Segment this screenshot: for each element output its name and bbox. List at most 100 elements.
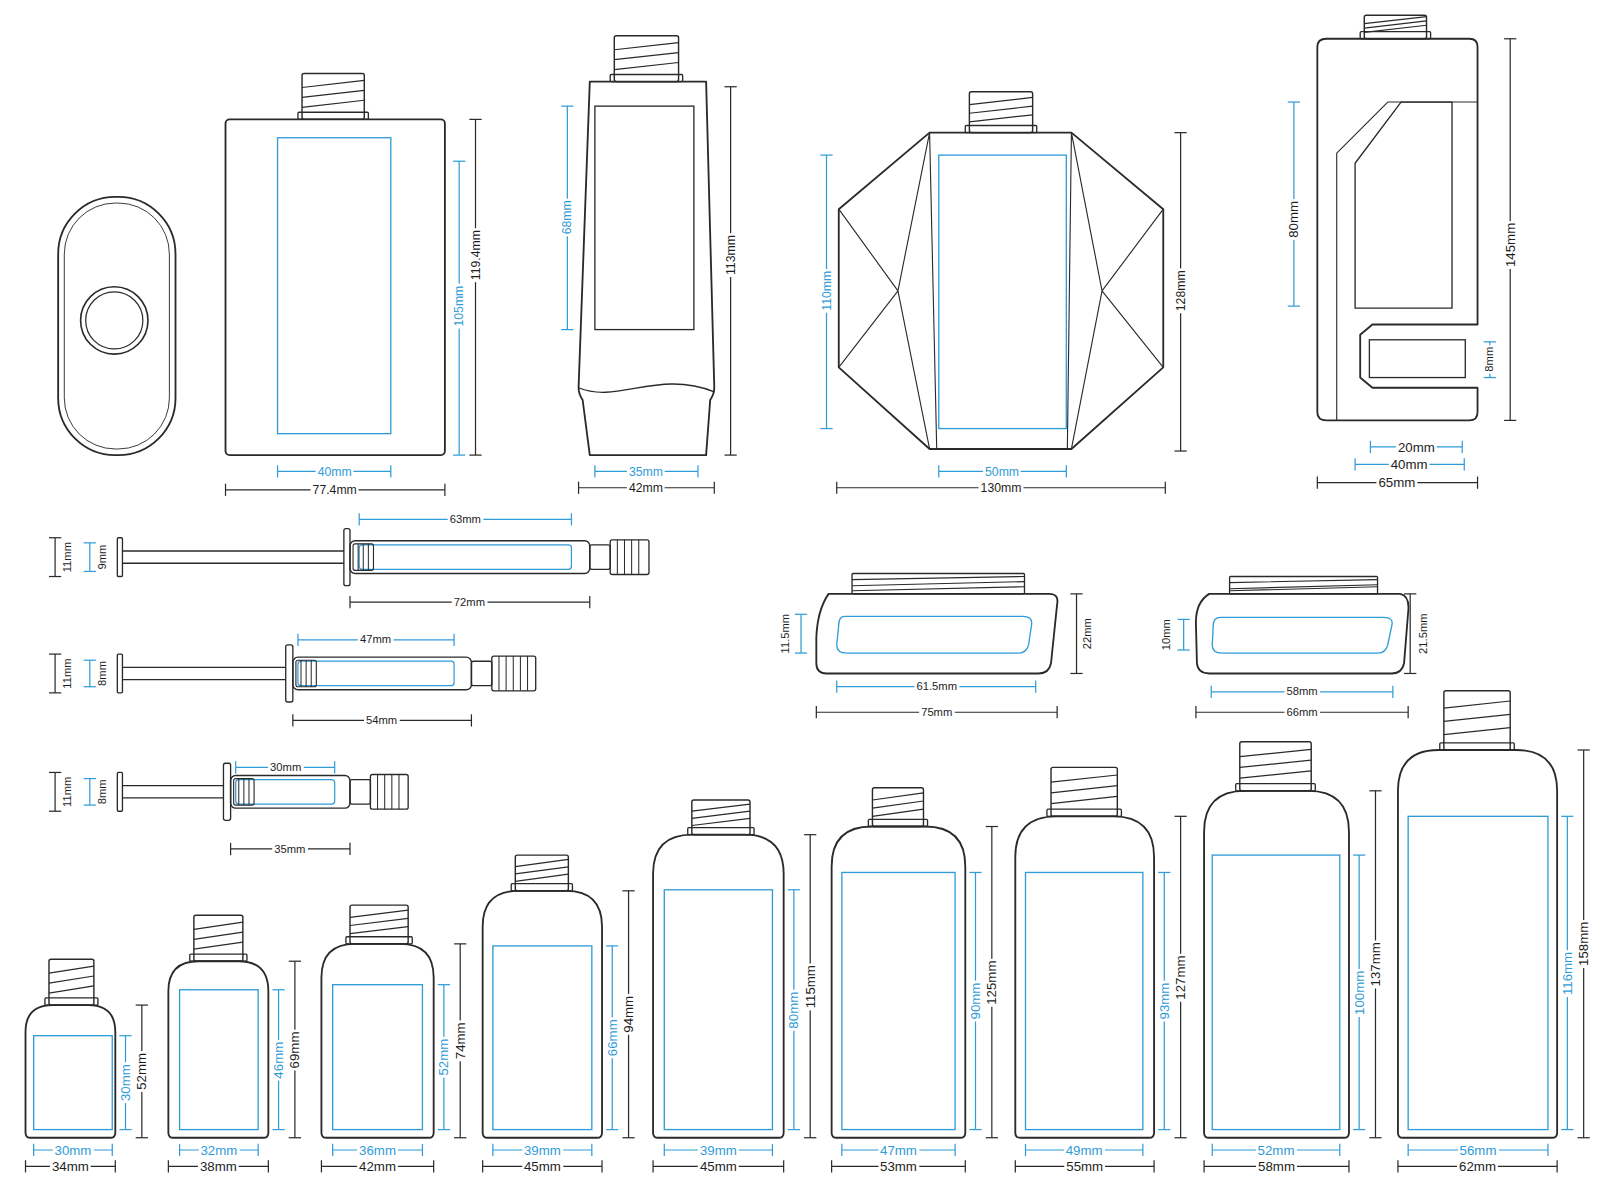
dimension-tick — [714, 482, 715, 494]
dimension-tick — [272, 1129, 284, 1130]
bottle-body — [579, 82, 715, 455]
dimension-tick — [1025, 1144, 1026, 1156]
dimension-label: 40mm — [1389, 458, 1430, 471]
neck-collar — [298, 112, 368, 119]
dimension-tick — [1354, 458, 1355, 470]
dimension-label: 158mm — [1577, 920, 1590, 968]
jar-thread — [1230, 580, 1378, 591]
neck-collar — [346, 937, 412, 944]
bottle-neck — [350, 905, 408, 944]
dimension-tick — [1174, 816, 1186, 817]
dimension-tick — [1561, 816, 1573, 817]
dimension-tick — [334, 761, 335, 773]
label-area — [278, 138, 391, 434]
neck-thread — [1444, 701, 1510, 708]
dimension-label: 11mm — [62, 656, 73, 690]
dimension-label: 145mm — [1504, 221, 1517, 269]
neck-collar — [868, 819, 927, 826]
plunger-rod — [122, 667, 285, 668]
bottle-body — [1204, 791, 1349, 1138]
neck-thread — [1364, 21, 1426, 28]
neck-collar — [511, 884, 572, 891]
dimension-tick — [788, 889, 800, 890]
dimension-tick — [591, 1144, 592, 1156]
dimension-tick — [1484, 341, 1496, 342]
label-area — [34, 1036, 113, 1130]
dimension-tick — [49, 772, 61, 773]
dimension-tick — [1504, 38, 1516, 39]
syringe-barrel — [293, 657, 472, 690]
dimension-label: 94mm — [622, 994, 635, 1035]
plunger-head — [296, 660, 316, 687]
dimension-label: 49mm — [1064, 1143, 1105, 1156]
dimension-tick — [119, 1129, 131, 1130]
dimension-tick — [84, 686, 96, 687]
bottle-body — [483, 891, 602, 1138]
dimension-tick — [33, 1144, 34, 1156]
label-area — [493, 946, 592, 1130]
dimension-label: 58mm — [1256, 1160, 1297, 1173]
dimension-tick — [836, 681, 837, 693]
dimension-tick — [321, 1160, 322, 1172]
dimension-tick — [332, 1144, 333, 1156]
plunger-ring — [311, 660, 312, 687]
bottle-wave — [579, 384, 715, 392]
syringe-barrel — [350, 541, 590, 574]
dimension-tick — [1035, 681, 1036, 693]
dimension-label: 39mm — [698, 1143, 739, 1156]
dimension-tick — [1203, 1160, 1204, 1172]
dimension-line — [1183, 619, 1184, 650]
dimension-tick — [561, 329, 573, 330]
dimension-tick — [469, 454, 481, 455]
jar-thread-band — [1230, 577, 1378, 594]
neck-thread — [614, 62, 678, 69]
neck-collar — [1236, 784, 1316, 791]
label-area — [842, 872, 955, 1129]
dimension-tick — [136, 1137, 148, 1138]
label-area — [664, 890, 772, 1130]
dimension-label: 52mm — [437, 1037, 450, 1078]
dimension-tick — [1370, 441, 1371, 453]
neck-thread — [969, 115, 1032, 122]
cap-grip — [384, 774, 385, 809]
dimension-tick — [438, 984, 450, 985]
plunger-rod — [122, 550, 343, 551]
syringe-tip — [471, 661, 491, 685]
neck-thread — [194, 932, 243, 939]
neck-thread — [49, 986, 94, 993]
dimension-label: 127mm — [1174, 953, 1187, 1001]
dimension-tick — [938, 465, 939, 477]
dimension-tick — [1392, 686, 1393, 698]
plunger-ring — [363, 544, 364, 571]
dimension-label: 10mm — [1161, 617, 1172, 652]
plunger-plate — [117, 538, 122, 577]
dimension-label: 50mm — [983, 465, 1021, 477]
dimension-tick — [1353, 854, 1365, 855]
bottle-facet — [839, 133, 1163, 449]
dimension-label: 128mm — [1174, 268, 1186, 313]
label-area — [333, 985, 423, 1130]
label-area — [939, 155, 1067, 428]
dimension-tick — [492, 1144, 493, 1156]
neck-thread — [302, 100, 364, 107]
neck-thread — [614, 53, 678, 60]
dimension-tick — [268, 1160, 269, 1172]
dimension-label: 90mm — [969, 981, 982, 1022]
neck-thread — [692, 818, 750, 825]
dimension-line — [54, 538, 55, 577]
label-area — [1369, 340, 1465, 378]
neck-collar — [610, 74, 682, 81]
neck-thread — [194, 922, 243, 929]
dimension-tick — [1369, 790, 1381, 791]
dimension-tick — [1288, 101, 1300, 102]
dimension-tick — [831, 1160, 832, 1172]
bottle-body — [839, 133, 1163, 449]
dimension-tick — [422, 1144, 423, 1156]
dimension-label: 54mm — [364, 715, 399, 726]
cap-grip — [624, 540, 625, 575]
dimension-line — [800, 614, 801, 653]
dimension-tick — [49, 692, 61, 693]
dimension-tick — [289, 1137, 301, 1138]
dimension-tick — [390, 465, 391, 477]
neck-thread — [515, 867, 568, 874]
